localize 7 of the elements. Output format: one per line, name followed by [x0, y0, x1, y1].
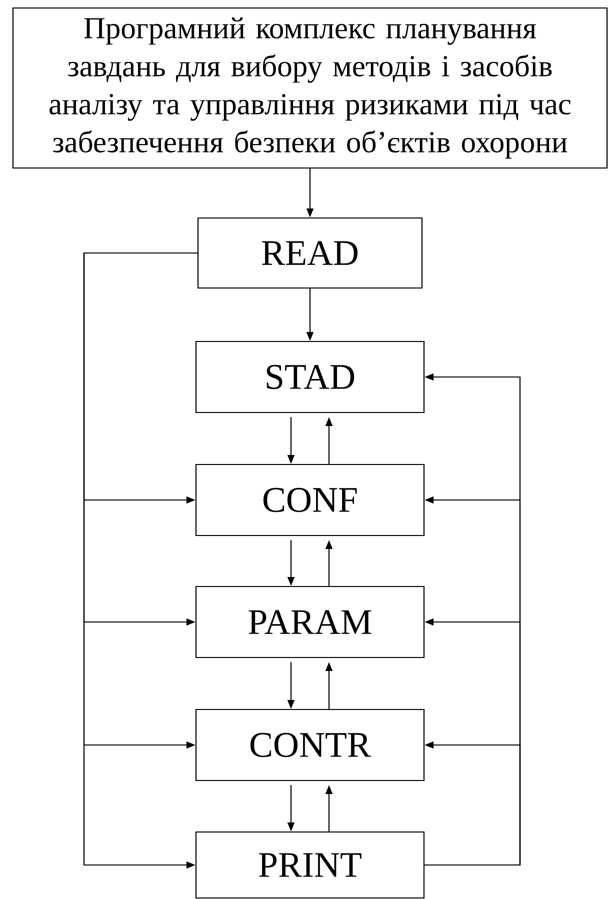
- process-box: CONTR: [195, 708, 425, 782]
- title-box: Програмний комплекс планування завдань для вибору методів і засобів аналізу та управління ризиками під час забезпечення безпеки об’єктів охорони: [12, 7, 608, 169]
- process-box: PRINT: [195, 831, 425, 899]
- process-box: READ: [197, 217, 423, 289]
- process-box: PARAM: [195, 586, 425, 658]
- process-box: CONF: [195, 464, 425, 536]
- process-box: STAD: [195, 340, 425, 414]
